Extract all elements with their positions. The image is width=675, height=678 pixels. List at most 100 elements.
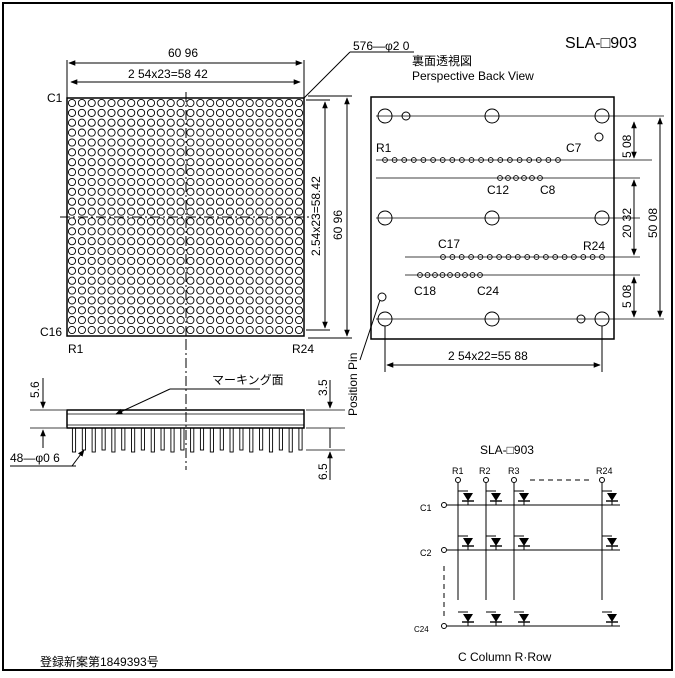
back-pin <box>468 157 475 163</box>
side-pin <box>111 427 116 453</box>
led-dot <box>176 138 185 147</box>
led-dot <box>176 177 185 187</box>
led-dot <box>127 306 136 315</box>
led-dot <box>186 266 195 275</box>
back-label-c17: C17 <box>438 237 460 251</box>
led-dot <box>107 325 116 335</box>
led-dot <box>77 316 86 325</box>
led-dot <box>215 266 225 275</box>
back-pin <box>439 272 446 278</box>
led-dot <box>196 237 205 246</box>
led-dot <box>196 168 205 177</box>
led-dot <box>97 207 106 216</box>
led-dot <box>146 158 156 167</box>
led-dot <box>245 217 254 226</box>
led-dot <box>275 217 284 226</box>
back-pin <box>469 272 476 278</box>
led-dot <box>117 246 126 256</box>
back-pin <box>458 254 465 260</box>
led-dot <box>137 246 146 256</box>
led-dot <box>285 187 294 196</box>
led-dot <box>265 128 274 137</box>
led-dot <box>206 286 215 295</box>
led-dot <box>225 237 234 246</box>
led-dot <box>275 197 284 206</box>
led-dot <box>146 168 156 177</box>
led-dot <box>77 128 86 137</box>
led-dot <box>97 237 106 246</box>
led-dot <box>87 276 96 285</box>
led-dot <box>215 256 225 265</box>
led-dot <box>137 237 146 246</box>
led-dot <box>245 276 254 285</box>
led-dot <box>196 316 205 325</box>
led-dot <box>146 217 156 226</box>
led-dot <box>265 256 274 265</box>
led-dot <box>225 246 234 256</box>
led-dot <box>97 227 106 236</box>
led-dot <box>275 187 284 196</box>
led-dot <box>225 286 234 295</box>
side-pin <box>219 427 224 451</box>
back-pin <box>516 157 523 163</box>
side-pins <box>71 427 303 453</box>
led-dot <box>196 207 205 216</box>
led-dot <box>137 168 146 177</box>
led-dot <box>235 207 244 216</box>
side-pin <box>91 427 96 453</box>
led-dot <box>255 316 264 325</box>
back-pin <box>543 254 549 260</box>
led-dot <box>215 138 225 147</box>
col-terminal <box>441 623 447 629</box>
back-pin <box>424 272 431 278</box>
led-dot <box>156 306 165 315</box>
side-height-1: 5.6 <box>28 381 42 398</box>
corner-label-r24: R24 <box>292 342 314 356</box>
led-dot <box>245 207 254 216</box>
back-pin-rows <box>382 157 605 278</box>
led-dot <box>245 237 254 246</box>
led-dot <box>156 98 165 108</box>
led-dot <box>117 237 126 246</box>
led-dot <box>176 158 185 167</box>
led-dot <box>206 325 215 335</box>
led-dot <box>97 266 106 275</box>
led-dot <box>285 108 294 117</box>
led-dot <box>196 187 205 196</box>
led-dot <box>176 237 185 246</box>
led-dot <box>107 197 116 206</box>
led-dot <box>215 108 225 117</box>
led-dot <box>186 325 195 335</box>
back-pin <box>439 157 446 163</box>
led-dot <box>166 98 175 108</box>
led-dot <box>186 276 195 285</box>
led-dot <box>235 276 244 285</box>
led-dot <box>97 217 106 226</box>
led-dot <box>87 237 96 246</box>
led-dot <box>146 316 156 325</box>
led-dot <box>196 98 205 108</box>
side-pin <box>180 427 185 451</box>
led-dot <box>186 128 195 137</box>
back-label-r1: R1 <box>376 141 392 155</box>
led-dot <box>285 207 294 216</box>
led-dot <box>87 158 96 167</box>
led-dot <box>235 306 244 315</box>
led-dot <box>245 306 254 315</box>
led-dot <box>117 306 126 315</box>
led-dot <box>215 187 225 196</box>
diode-symbol <box>491 614 501 622</box>
led-dot <box>196 138 205 147</box>
led-dot <box>107 286 116 295</box>
led-dot <box>77 207 86 216</box>
led-dot <box>137 325 146 335</box>
led-dot <box>255 98 264 108</box>
side-pin <box>190 427 195 453</box>
led-dot <box>67 128 77 137</box>
pin-spec: 576—φ2 0 <box>353 39 410 53</box>
led-dot <box>166 286 175 295</box>
back-pin <box>505 254 512 260</box>
led-dot <box>245 246 254 256</box>
led-dot <box>107 207 116 216</box>
